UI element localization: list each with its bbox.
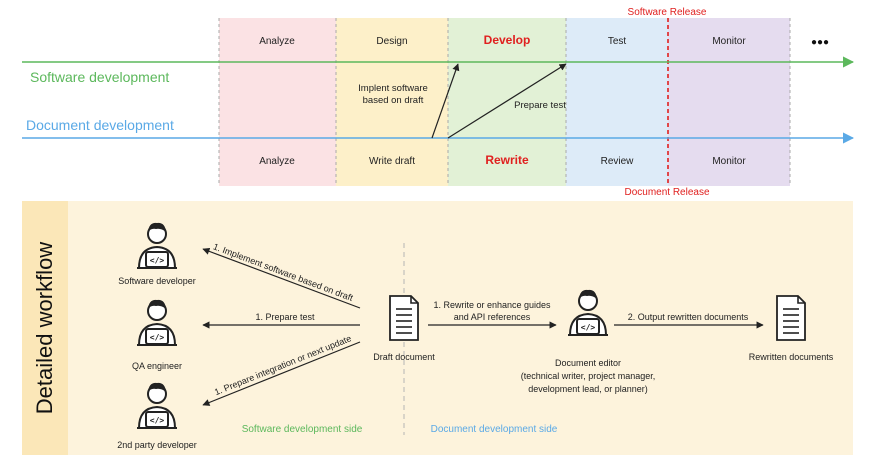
phase-design-bg <box>336 18 448 186</box>
workflow-body-bg <box>68 201 853 455</box>
software-side-label: Software development side <box>242 424 363 435</box>
phase-top-monitor: Monitor <box>712 36 746 47</box>
phase-separators <box>218 18 791 186</box>
phase-monitor-bg <box>668 18 790 186</box>
phase-bottom-review: Review <box>601 156 635 167</box>
phase-top-develop: Develop <box>484 33 531 47</box>
document-editor-roles-line1: (technical writer, project manager, <box>521 371 656 381</box>
rewrite-label-line2: and API references <box>454 312 531 322</box>
prepare-test-workflow-label: 1. Prepare test <box>255 312 315 322</box>
phase-bottom-rewrite: Rewrite <box>485 153 529 167</box>
software-track-label: Software development <box>30 69 169 85</box>
qa-engineer-label: QA engineer <box>132 361 182 371</box>
more-phases-ellipsis: ●●● <box>811 37 829 48</box>
prepare-test-annotation: Prepare test <box>514 100 566 111</box>
implement-arrow <box>431 63 460 139</box>
document-editor-label: Document editor <box>555 358 621 368</box>
rewrite-label-line1: 1. Rewrite or enhance guides <box>433 300 551 310</box>
phase-bottom-analyze: Analyze <box>259 156 295 167</box>
workflow-panel: Detailed workflow Software developer QA … <box>22 201 853 455</box>
phase-bottom-monitor: Monitor <box>712 156 746 167</box>
workflow-title-band <box>22 201 68 455</box>
document-release-label: Document Release <box>624 187 709 198</box>
workflow-side-title: Detailed workflow <box>32 242 57 415</box>
phase-top-test: Test <box>608 36 627 47</box>
2nd-party-developer-label: 2nd party developer <box>117 440 197 450</box>
software-developer-label: Software developer <box>118 276 196 286</box>
document-track-label: Document development <box>26 117 174 133</box>
prepare-integration-arrow <box>202 341 361 406</box>
prepare-test-arrow <box>447 63 567 139</box>
timeline: Software Release Document Release Analyz… <box>22 7 855 198</box>
implement-software-arrow <box>202 247 361 309</box>
rewritten-documents-icon <box>776 295 806 341</box>
phase-test-bg <box>566 18 668 186</box>
implement-annotation-line1: Implent software <box>358 83 428 94</box>
rewritten-documents-label: Rewritten documents <box>749 352 834 362</box>
draft-document-icon <box>389 295 419 341</box>
document-side-label: Document development side <box>431 424 558 435</box>
phase-bottom-write-draft: Write draft <box>369 156 415 167</box>
implement-annotation-line2: based on draft <box>363 95 424 106</box>
document-editor-roles-line2: development lead, or planner) <box>528 384 648 394</box>
phase-develop-bg <box>448 18 566 186</box>
draft-document-label: Draft document <box>373 352 435 362</box>
output-label: 2. Output rewritten documents <box>628 312 749 322</box>
phase-top-design: Design <box>376 36 407 47</box>
phase-top-analyze: Analyze <box>259 36 295 47</box>
phase-analyze-bg <box>219 18 336 186</box>
software-release-label: Software Release <box>628 7 707 18</box>
